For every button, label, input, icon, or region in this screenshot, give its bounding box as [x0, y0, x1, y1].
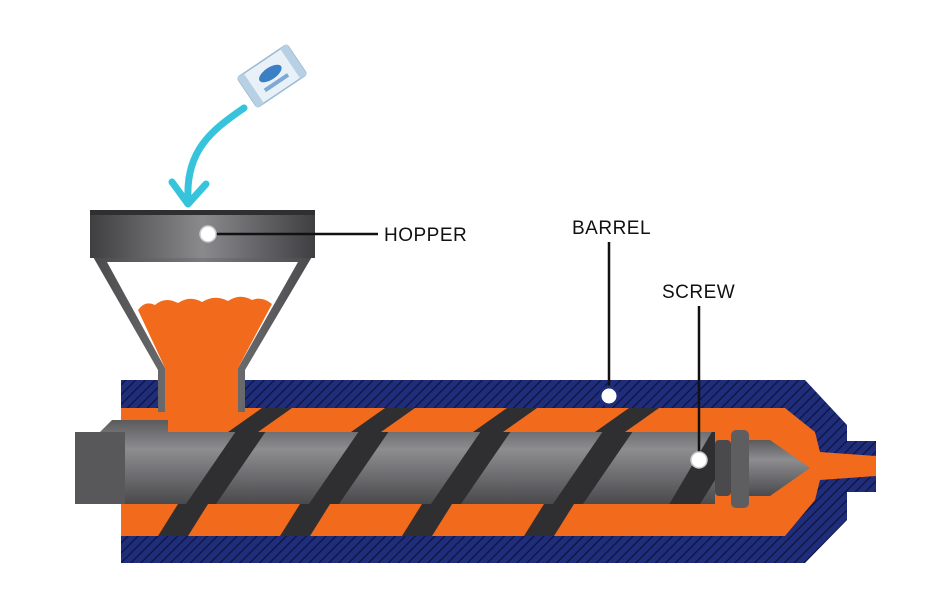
screw-callout: SCREW	[662, 282, 735, 469]
screw-marker	[690, 451, 708, 469]
hopper	[90, 210, 315, 412]
screw	[75, 408, 810, 536]
hopper-callout: HOPPER	[199, 225, 467, 246]
barrel-label: BARREL	[572, 218, 651, 239]
plastic-pellet-packet-icon	[237, 44, 307, 108]
screw-check-ring	[715, 440, 731, 496]
barrel-nozzle	[820, 441, 876, 452]
screw-flights	[185, 432, 715, 504]
barrel-callout: BARREL	[572, 218, 651, 407]
hopper-pellets	[138, 296, 272, 412]
hopper-label: HOPPER	[384, 225, 467, 246]
barrel-marker	[598, 385, 620, 407]
curved-arrow-icon	[168, 104, 248, 208]
screw-label: SCREW	[662, 282, 735, 303]
screw-tip	[749, 440, 810, 496]
